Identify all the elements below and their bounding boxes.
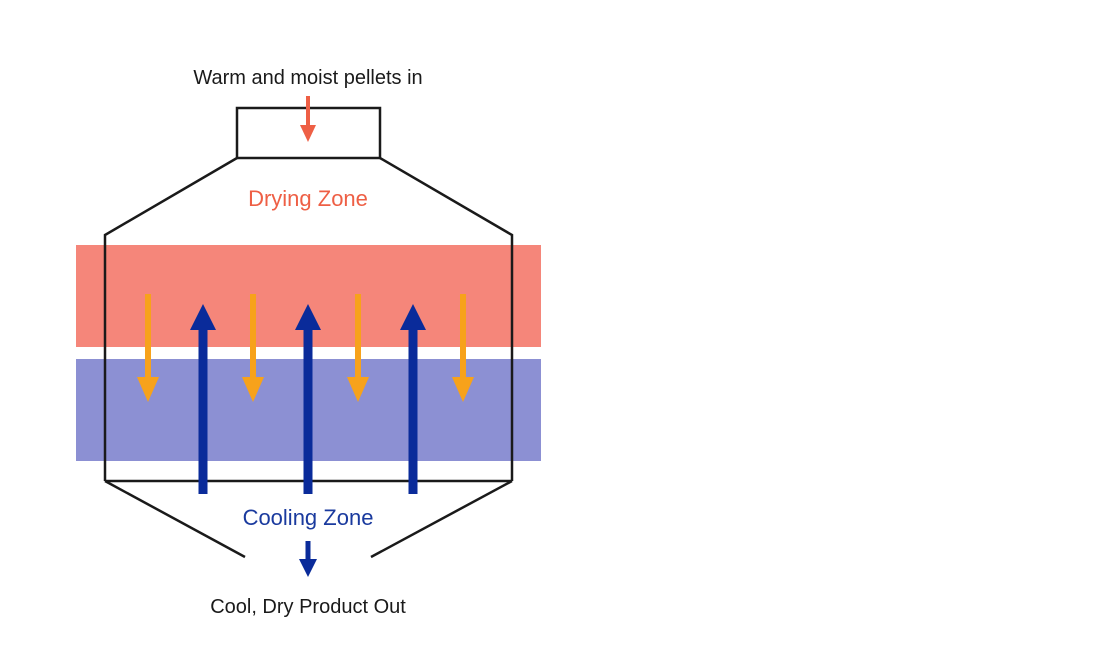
down-arrow-icon bbox=[242, 294, 264, 402]
up-arrow-icon bbox=[190, 304, 216, 494]
upper-cone-right bbox=[379, 156, 514, 481]
cooling-zone-label: Cooling Zone bbox=[243, 505, 374, 530]
down-arrow-icon bbox=[452, 294, 474, 402]
lower-cone-right bbox=[370, 479, 513, 559]
drying-zone-label: Drying Zone bbox=[248, 186, 368, 211]
down-arrow-icon bbox=[137, 294, 159, 402]
down-arrow-icon bbox=[347, 294, 369, 402]
output-label: Cool, Dry Product Out bbox=[210, 596, 406, 618]
outlet-arrow-icon bbox=[299, 541, 317, 577]
up-arrow-icon bbox=[295, 304, 321, 494]
up-arrow-icon bbox=[400, 304, 426, 494]
inlet-arrow-icon bbox=[300, 96, 316, 142]
input-label: Warm and moist pellets in bbox=[193, 67, 422, 89]
lower-cone-left bbox=[104, 479, 246, 559]
upper-cone-left bbox=[103, 156, 238, 481]
